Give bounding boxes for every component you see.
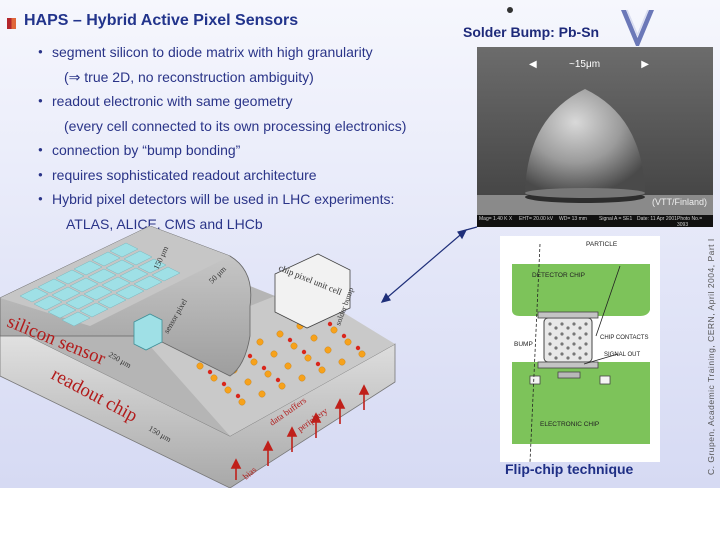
sem-micrograph: ◀ ~15μm ▶ (VTT/Finland) Mag= 1.40 K X EH…	[477, 47, 713, 227]
flip-chip-caption: Flip-chip technique	[505, 461, 634, 477]
electronic-chip-label: ELECTRONIC CHIP	[540, 421, 599, 428]
solder-bump-image	[477, 47, 713, 227]
sem-info-bar: Mag= 1.40 K X EHT= 20.00 kV WD= 13 mm Si…	[477, 215, 713, 227]
solder-bump-title: Solder Bump: Pb-Sn	[463, 24, 600, 40]
chip-contacts-label: CHIP CONTACTS	[600, 335, 648, 341]
title-marker-icon	[7, 18, 16, 29]
arrow-left-icon: ◀	[529, 59, 537, 70]
bullet-list: segment silicon to diode matrix with hig…	[36, 40, 456, 236]
bullet-item: requires sophisticated readout architect…	[36, 163, 456, 188]
scale-label: ~15μm	[569, 59, 601, 70]
sem-info: Date: 11 Apr 2001	[637, 216, 677, 222]
sem-info: WD= 13 mm	[559, 216, 587, 222]
bullet-item: connection by “bump bonding”	[36, 138, 456, 163]
flip-chip-diagram: PARTICLE DETECTOR CHIP BUMP CHIP CONTACT…	[500, 236, 660, 462]
bullet-item: readout electronic with same geometry	[36, 89, 456, 114]
sem-info: Mag= 1.40 K X	[479, 216, 513, 222]
bullet-item: segment silicon to diode matrix with hig…	[36, 40, 456, 65]
slide: HAPS – Hybrid Active Pixel Sensors segme…	[0, 0, 720, 488]
particle-label: PARTICLE	[586, 241, 618, 248]
bullet-subitem: ATLAS, ALICE, CMS and LHCb	[66, 215, 263, 232]
vtt-logo-icon	[621, 9, 654, 46]
bump-label: BUMP	[514, 341, 533, 348]
slide-title: HAPS – Hybrid Active Pixel Sensors	[24, 12, 299, 29]
image-credit: (VTT/Finland)	[651, 197, 707, 207]
sem-info: EHT= 20.00 kV	[519, 216, 554, 222]
bullet-subitem: (every cell connected to its own process…	[64, 117, 407, 134]
bullet-subitem: (⇒ true 2D, no reconstruction ambiguity)	[64, 68, 314, 85]
arrow-right-icon: ▶	[641, 59, 649, 70]
side-credit: C. Grupen, Academic Training, CERN, Apri…	[706, 238, 716, 475]
signal-out-label: SIGNAL OUT	[604, 352, 640, 358]
pointer-dot	[507, 7, 513, 13]
sem-info: Photo No.= 3093	[677, 216, 703, 227]
bullet-item: Hybrid pixel detectors will be used in L…	[36, 187, 456, 212]
detector-chip-label: DETECTOR CHIP	[532, 272, 585, 279]
sem-info: Signal A = SE1	[599, 216, 633, 222]
pixel-detector-diagram: silicon sensor readout chip 250 μm 150 μ…	[0, 226, 396, 488]
